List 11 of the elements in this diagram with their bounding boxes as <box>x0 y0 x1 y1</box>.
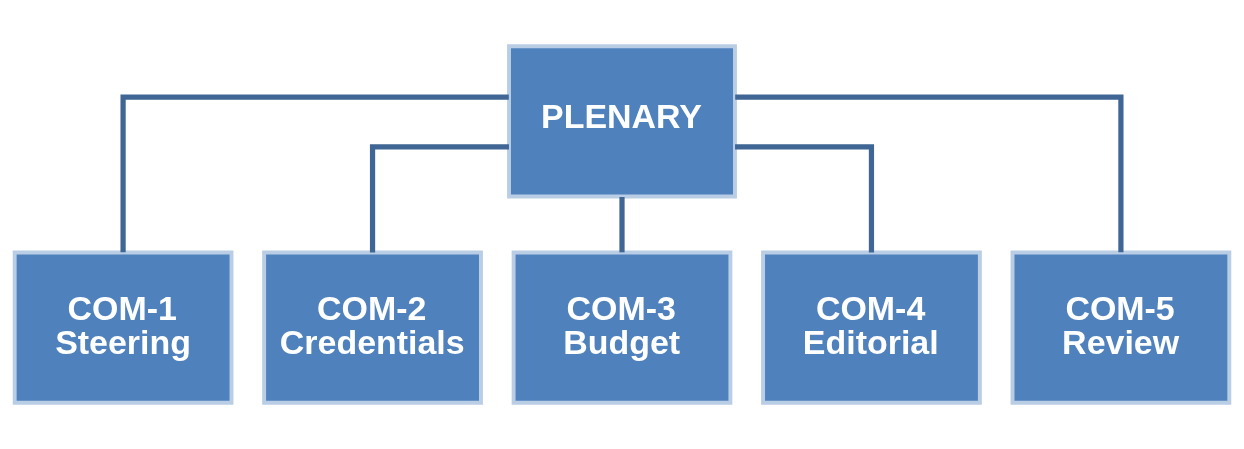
node-box: COM-4 Editorial <box>761 250 982 405</box>
node-box: COM-2 Credentials <box>262 250 483 405</box>
node-box: COM-3 Budget <box>511 250 733 405</box>
connector <box>735 94 1124 253</box>
node-box: COM-5 Review <box>1010 250 1232 405</box>
connector <box>369 144 509 253</box>
connector <box>120 94 509 253</box>
connector <box>619 197 625 253</box>
node-box: PLENARY <box>507 44 737 199</box>
node-box: COM-1 Steering <box>12 250 234 405</box>
connector <box>735 144 875 253</box>
